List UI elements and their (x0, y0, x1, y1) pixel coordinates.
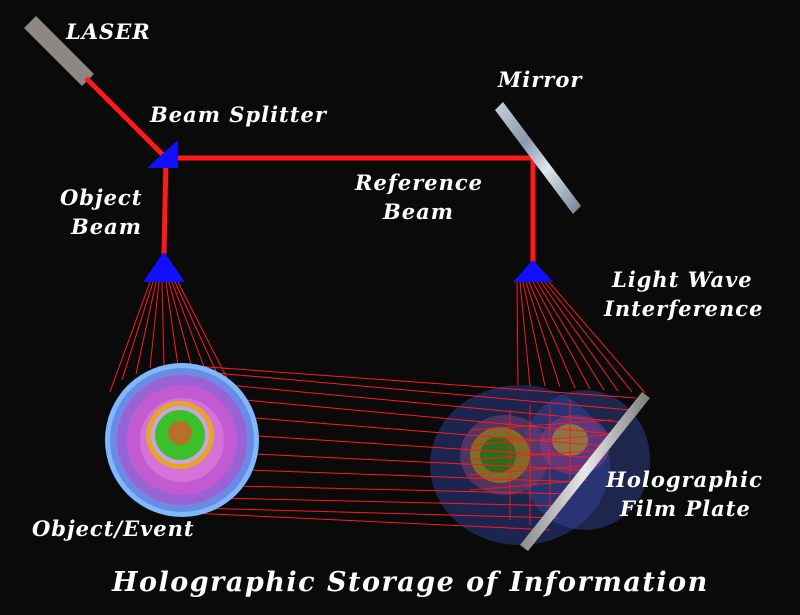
object-event-label: Object/Event (32, 516, 195, 541)
laser-label: LASER (65, 19, 151, 44)
reference-beam-label-line2: Beam (382, 199, 454, 224)
mirror-label: Mirror (497, 67, 583, 92)
beam-splitter-label: Beam Splitter (149, 102, 328, 127)
reference-beam-label-line1: Reference (354, 170, 483, 195)
object-event-disc (105, 363, 259, 517)
beam-splitter (147, 140, 178, 168)
laser-beam (84, 76, 170, 162)
reference-beam-rays (516, 281, 646, 394)
reference-beam-spreader (513, 260, 553, 282)
laser-beams (84, 76, 536, 265)
interference-label-line2: Interference (603, 296, 763, 321)
mirror (495, 102, 581, 214)
film-plate-label-line1: Holographic (605, 467, 763, 492)
object-beam-spreader (143, 252, 185, 282)
film-plate-label-line2: Film Plate (619, 496, 751, 521)
laser-device (24, 16, 94, 86)
object-beam-label-line2: Beam (70, 214, 142, 239)
object-beam-label-line1: Object (60, 185, 142, 210)
holographic-film-plate (520, 392, 650, 551)
diagram-title: Holographic Storage of Information (111, 567, 709, 598)
interference-label-line1: Light Wave (611, 267, 753, 292)
object-beam-vertical (161, 157, 169, 255)
